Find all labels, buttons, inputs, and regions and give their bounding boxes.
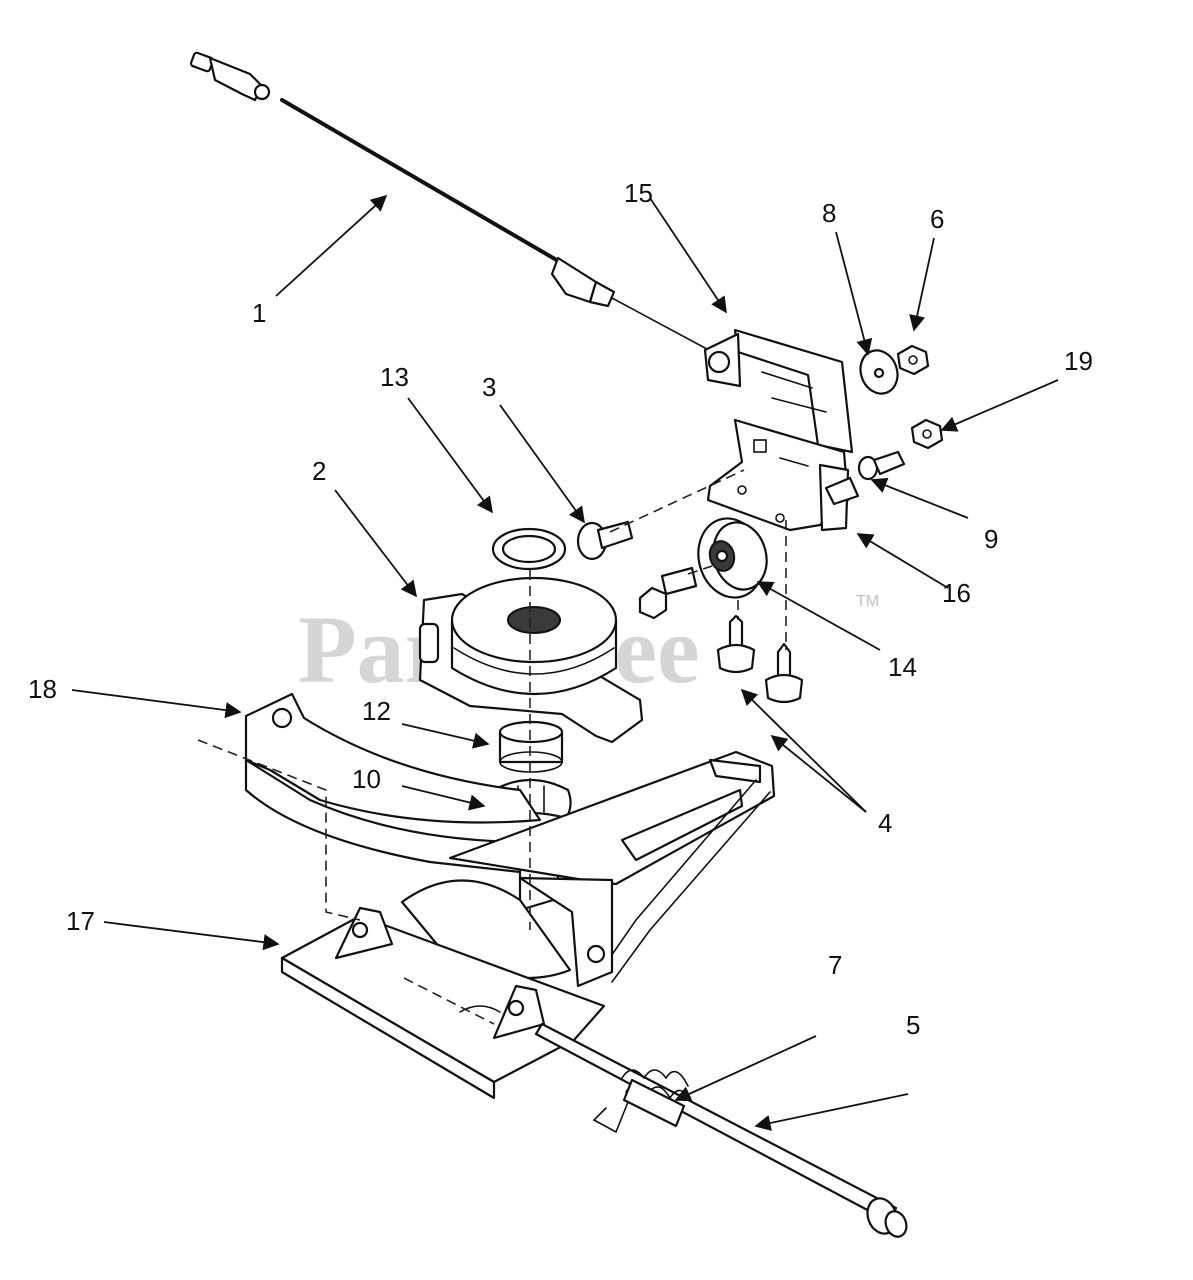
callout-5: 5 [906,1010,920,1040]
callout-10: 10 [352,764,381,794]
callout-14: 14 [888,652,917,682]
callout-6: 6 [930,204,944,234]
part-washer [859,349,899,395]
part-main-pulley [418,576,644,744]
part-bushing [498,720,564,773]
callout-18: 18 [28,674,57,704]
callout-12: 12 [362,696,391,726]
callout-4: 4 [878,808,892,838]
part-pin [576,520,634,561]
part-housing [400,876,614,988]
callout-15: 15 [624,178,653,208]
part-base-plate [280,906,606,1100]
callout-13: 13 [380,362,409,392]
callout-7: 7 [828,950,842,980]
part-bearing-ring [491,527,567,571]
callout-8: 8 [822,198,836,228]
part-shaft [534,1022,908,1238]
assembly-lines [197,469,787,1025]
watermark-trademark: TM [856,593,879,610]
part-nut-upper [896,344,930,376]
callout-9: 9 [984,524,998,554]
part-nut-side [910,418,944,450]
part-idler-pulley [638,517,768,620]
callout-17: 17 [66,906,95,936]
callout-16: 16 [942,578,971,608]
callout-3: 3 [482,372,496,402]
part-lower-bracket [706,418,906,532]
callout-19: 19 [1064,346,1093,376]
leader-lines [71,194,1059,1131]
callout-1: 1 [252,298,266,328]
part-shoulder-bolts [716,614,804,704]
callout-2: 2 [312,456,326,486]
part-upper-bracket [703,328,854,454]
part-cable [189,51,721,357]
